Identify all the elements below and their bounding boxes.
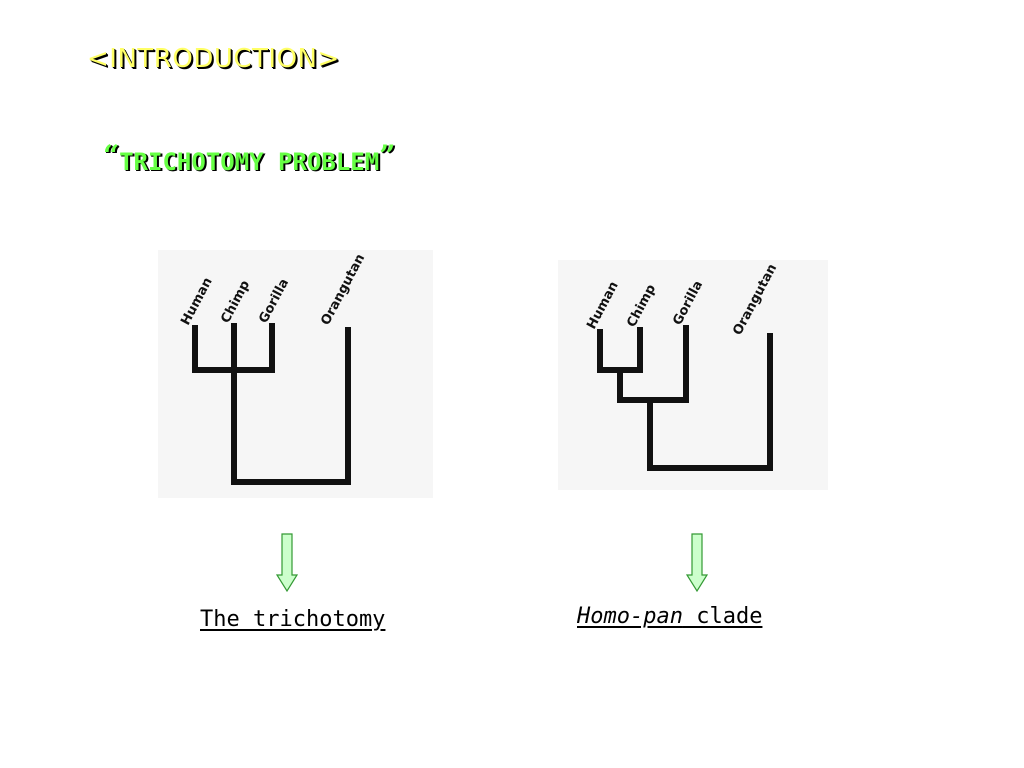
trichotomy-tree-diagram: Human Chimp Gorilla Orangutan [158, 250, 433, 498]
down-arrow-icon [686, 533, 708, 593]
caption-homo-pan-italic: Homo-pan [577, 604, 683, 629]
tree-background [558, 260, 828, 490]
tree-branches [192, 323, 351, 485]
caption-homo-pan-clade: Homo-pan clade [577, 604, 762, 629]
open-quote: “ [103, 139, 120, 172]
subheading-text: TRICHOTOMY PROBLEM [119, 148, 380, 176]
caption-trichotomy: The trichotomy [200, 607, 386, 632]
caption-clade: clade [682, 604, 763, 629]
slide-subheading: “TRICHOTOMY PROBLEM” [103, 139, 395, 176]
tree-background [158, 250, 433, 498]
close-quote: ” [379, 139, 396, 172]
tree-branches [597, 325, 773, 471]
down-arrow-icon [276, 533, 298, 593]
homo-pan-clade-tree-diagram: Human Chimp Gorilla Orangutan [558, 260, 828, 490]
slide-heading: <INTRODUCTION> [87, 44, 340, 74]
